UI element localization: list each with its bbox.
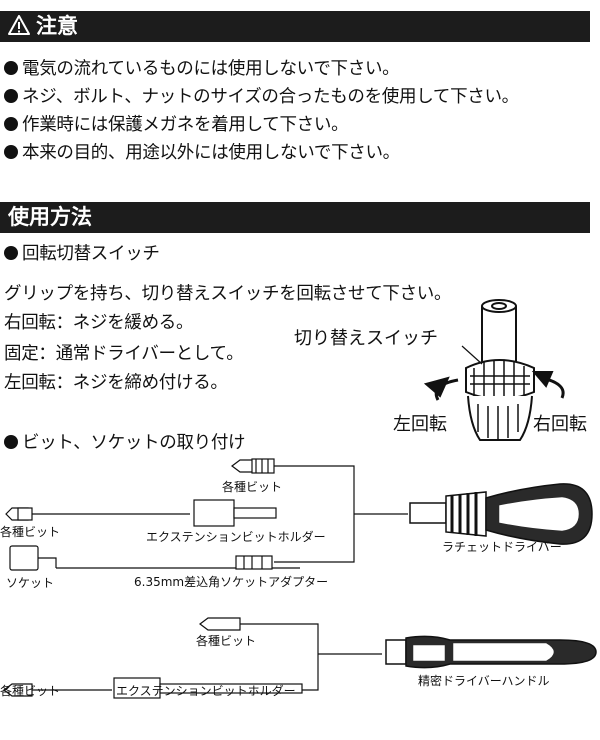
usage-title: 使用方法 [8,205,92,229]
caution-title: 注意 [36,14,78,38]
caution-item-3: 作業時には保護メガネを着用して下さい。 [4,114,349,136]
precision-bit-icon-top [199,617,241,631]
extension-holder-icon [193,499,277,527]
usage-header: 使用方法 [0,202,590,233]
bullet-icon [4,246,18,260]
bits-heading: ビット、ソケットの取り付け [4,432,246,454]
right-rotation-label: 右回転 [533,414,587,435]
label-various-bits-left: 各種ビット [0,525,61,539]
caution-item-4: 本来の目的、用途以外には使用しないで下さい。 [4,142,400,164]
left-rotation-label: 左回転 [393,414,447,435]
bullet-icon [4,145,18,159]
switch-label: 切り替えスイッチ [294,328,438,349]
label-precision-extension-holder: エクステンションビットホルダー [116,684,296,698]
switch-heading: 回転切替スイッチ [4,243,160,265]
label-socket: ソケット [6,576,55,590]
label-ratchet-driver: ラチェットドライバー [442,540,562,554]
usage-line-3: 固定：通常ドライバーとして。 [4,344,244,364]
caution-item-2: ネジ、ボルト、ナットのサイズの合ったものを使用して下さい。 [4,86,519,108]
label-precision-bits-left: 各種ビット [0,684,61,698]
usage-line-1: グリップを持ち、切り替えスイッチを回転させて下さい。 [4,284,452,304]
precision-bit-icon-left [3,683,33,697]
socket-adapter-icon [235,555,273,570]
usage-line-4: 左回転：ネジを締め付ける。 [4,373,228,393]
label-precision-bits-top: 各種ビット [196,634,257,648]
label-socket-adapter: 6.35mm差込角ソケットアダプター [134,575,329,589]
ratchet-driver-icon [409,483,593,545]
label-extension-holder: エクステンションビットホルダー [146,530,326,544]
precision-handle-icon [385,635,597,669]
usage-line-2: 右回転：ネジを緩める。 [4,313,194,333]
label-precision-handle: 精密ドライバーハンドル [418,674,550,688]
bullet-icon [4,89,18,103]
caution-header: 注意 [0,11,590,42]
bullet-icon [4,61,18,75]
ratchet-switch-illustration [423,299,565,441]
precision-diagram-lines [30,623,382,691]
socket-icon [9,545,39,571]
bit-icon-left [5,507,33,521]
precision-extension-holder-icon [113,677,303,699]
caution-item-1: 電気の流れているものには使用しないで下さい。 [4,58,400,80]
label-various-bits-top: 各種ビット [222,480,283,494]
warning-icon [8,15,30,35]
bullet-icon [4,435,18,449]
bullet-icon [4,117,18,131]
bit-icon-top [231,458,275,474]
